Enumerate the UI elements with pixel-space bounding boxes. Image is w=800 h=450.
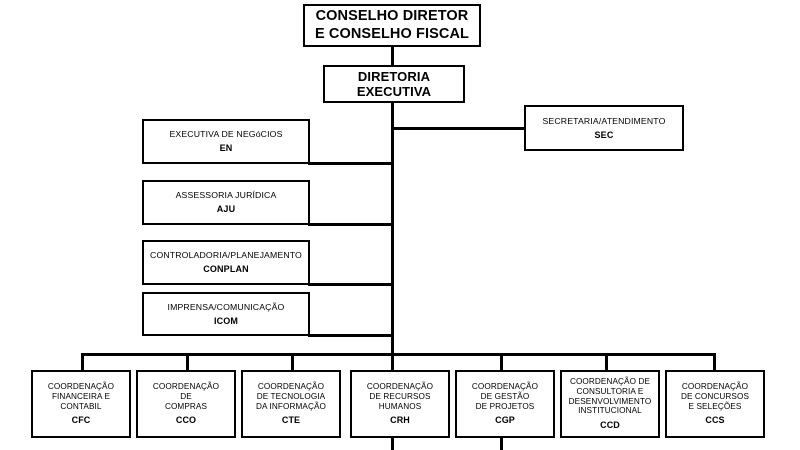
node-title: SECRETARIA/ATENDIMENTO — [542, 115, 666, 126]
node-acronym: CCS — [705, 415, 725, 426]
node-imprensa-comunicacao[interactable]: IMPRENSA/COMUNICAÇÃO ICOM — [142, 292, 310, 336]
node-title: CONSELHO DIRETOR E CONSELHO FISCAL — [315, 8, 469, 42]
node-acronym: EN — [219, 143, 233, 154]
connector-bus-to-cfc — [81, 353, 84, 371]
connector-bus-to-cgp — [500, 353, 503, 371]
connector-bus-to-ccs — [713, 353, 716, 371]
node-title: CONTROLADORIA/PLANEJAMENTO — [150, 250, 302, 261]
node-title: COORDENAÇÃO DE GESTÃO DE PROJETOS — [471, 382, 539, 411]
node-acronym: SEC — [594, 129, 614, 140]
connector-cgp-downstream — [500, 437, 503, 450]
connector-bus-to-ccd — [605, 353, 608, 371]
connector-en-to-trunk — [308, 162, 394, 165]
node-title: COORDENAÇÃO DE RECURSOS HUMANOS — [366, 382, 434, 411]
node-acronym: AJU — [216, 204, 236, 215]
node-secretaria-atendimento[interactable]: SECRETARIA/ATENDIMENTO SEC — [524, 105, 684, 151]
connector-main-trunk — [391, 101, 394, 355]
node-conselho-diretor[interactable]: CONSELHO DIRETOR E CONSELHO FISCAL — [303, 4, 481, 47]
node-title: DIRETORIA EXECUTIVA — [356, 68, 432, 99]
node-title: COORDENAÇÃO DE TECNOLOGIA DA INFORMAÇÃO — [256, 382, 326, 411]
connector-bus-to-cte — [291, 353, 294, 371]
connector-icom-to-trunk — [308, 334, 394, 337]
node-coordenacao-tecnologia-informacao[interactable]: COORDENAÇÃO DE TECNOLOGIA DA INFORMAÇÃO … — [241, 370, 341, 438]
node-title: IMPRENSA/COMUNICAÇÃO — [167, 301, 285, 312]
node-coordenacao-financeira-contabil[interactable]: COORDENAÇÃO FINANCEIRA E CONTABIL CFC — [31, 370, 131, 438]
node-title: COORDENAÇÃO DE CONSULTORIA E DESENVOLVIM… — [568, 377, 652, 416]
node-acronym: CGP — [495, 415, 515, 426]
node-diretoria-executiva[interactable]: DIRETORIA EXECUTIVA — [323, 65, 465, 103]
node-title: COORDENAÇÃO DE CONCURSOS E SELEÇÕES — [680, 382, 750, 411]
node-acronym: CFC — [71, 415, 91, 426]
node-acronym: ICOM — [213, 315, 239, 326]
node-acronym: CCO — [175, 415, 197, 426]
connector-crh-downstream — [391, 437, 394, 450]
connector-conplan-to-trunk — [308, 283, 394, 286]
node-assessoria-juridica[interactable]: ASSESSORIA JURÍDICA AJU — [142, 180, 310, 225]
connector-trunk-to-sec — [391, 127, 525, 130]
connector-bus-to-crh — [391, 353, 394, 371]
connector-coordination-bus — [81, 353, 716, 356]
connector-conselho-to-diretoria — [391, 46, 394, 67]
node-coordenacao-consultoria-desenvolvimento[interactable]: COORDENAÇÃO DE CONSULTORIA E DESENVOLVIM… — [560, 370, 660, 438]
connector-bus-to-cco — [186, 353, 189, 371]
node-acronym: CONPLAN — [203, 264, 249, 275]
node-controladoria-planejamento[interactable]: CONTROLADORIA/PLANEJAMENTO CONPLAN — [142, 240, 310, 285]
node-title: COORDENAÇÃO DE COMPRAS — [152, 382, 220, 411]
node-coordenacao-gestao-projetos[interactable]: COORDENAÇÃO DE GESTÃO DE PROJETOS CGP — [455, 370, 555, 438]
node-coordenacao-recursos-humanos[interactable]: COORDENAÇÃO DE RECURSOS HUMANOS CRH — [350, 370, 450, 438]
connector-aju-to-trunk — [308, 223, 394, 226]
node-coordenacao-concursos-selecoes[interactable]: COORDENAÇÃO DE CONCURSOS E SELEÇÕES CCS — [665, 370, 765, 438]
node-acronym: CRH — [390, 415, 410, 426]
node-title: COORDENAÇÃO FINANCEIRA E CONTABIL — [47, 382, 115, 411]
node-title: ASSESSORIA JURÍDICA — [175, 190, 277, 201]
node-coordenacao-compras[interactable]: COORDENAÇÃO DE COMPRAS CCO — [136, 370, 236, 438]
node-executiva-de-negocios[interactable]: EXECUTIVA DE NEGóCIOS EN — [142, 119, 310, 164]
node-acronym: CTE — [281, 415, 301, 426]
node-title: EXECUTIVA DE NEGóCIOS — [169, 129, 283, 140]
node-acronym: CCD — [600, 420, 620, 431]
